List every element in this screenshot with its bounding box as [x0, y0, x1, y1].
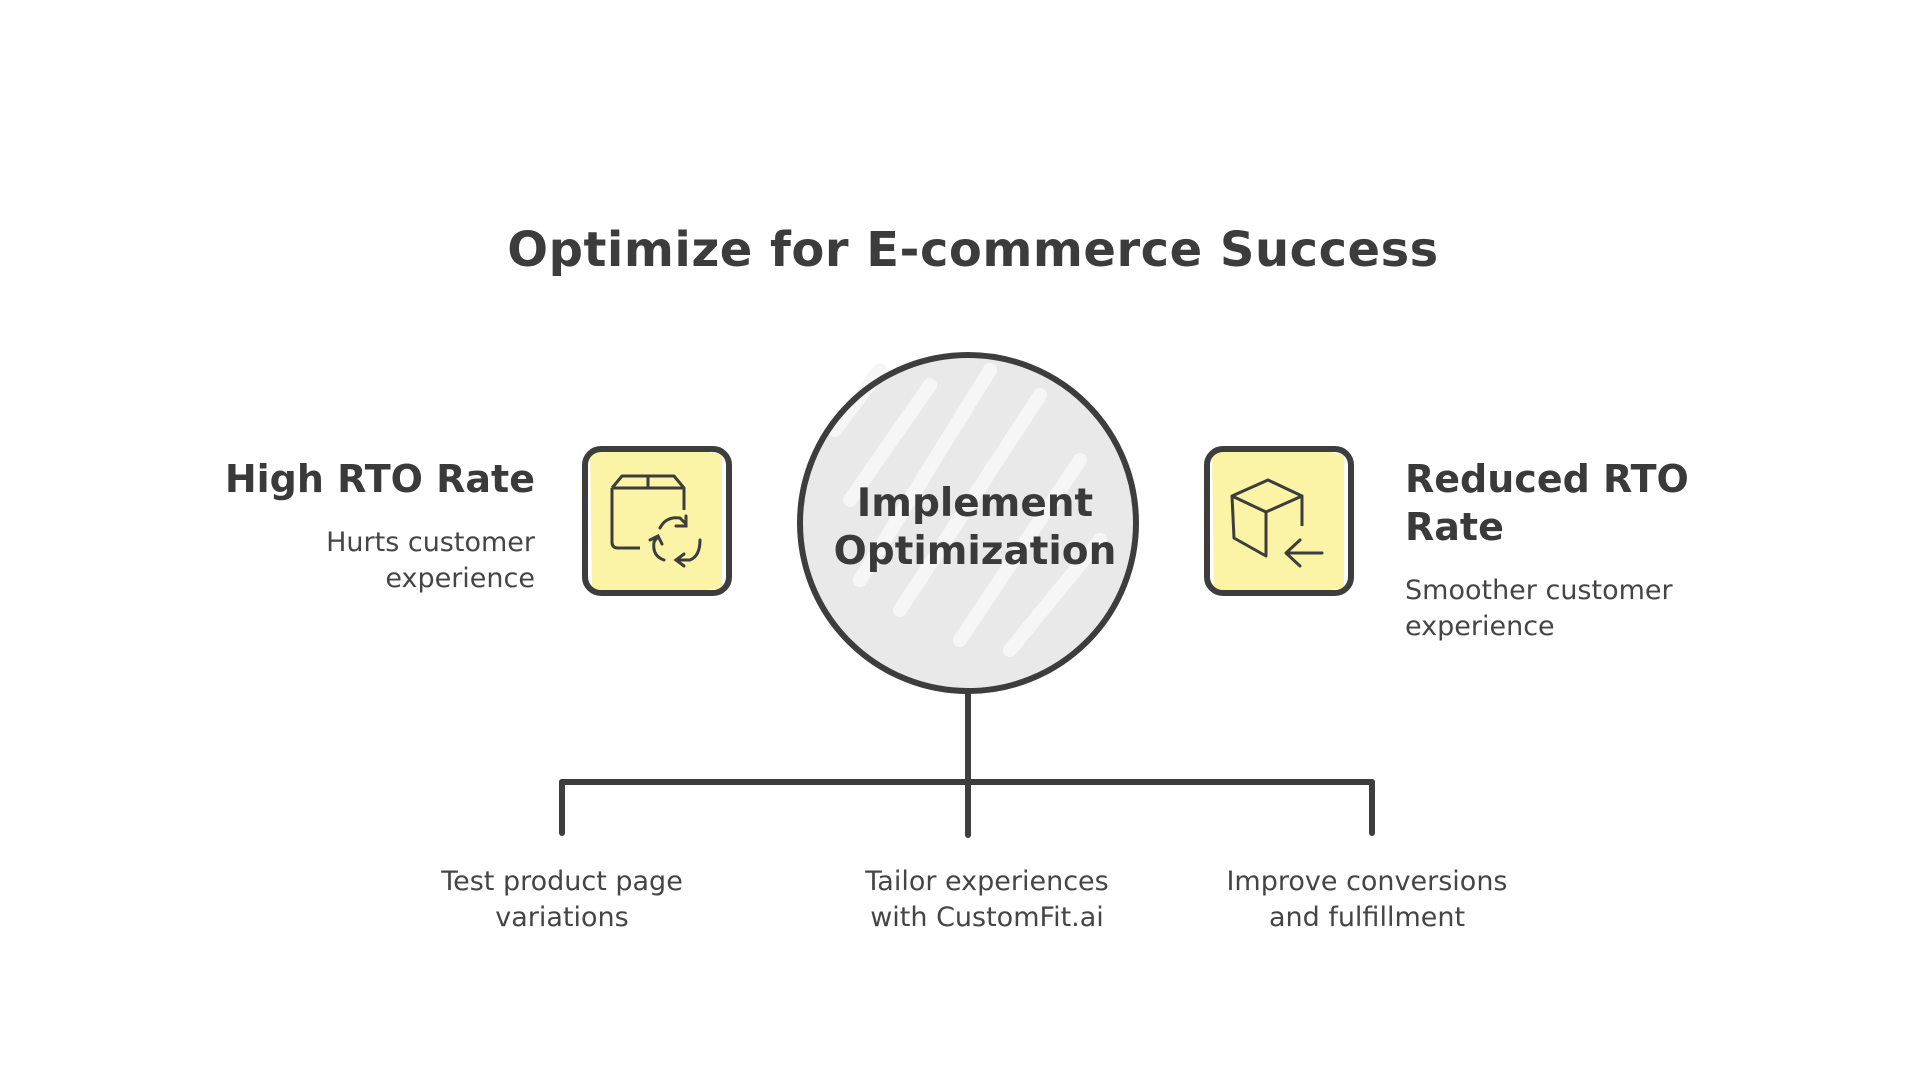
left-description: Hurts customer experience: [326, 527, 535, 594]
center-circle: [797, 352, 1139, 694]
page-title: Optimize for E-commerce Success: [507, 222, 1439, 278]
right-description: Smoother customer experience: [1405, 575, 1673, 642]
left-heading: High RTO Rate: [224, 457, 535, 501]
branch-label-tailor-experiences: Tailor experiences with CustomFit.ai: [865, 866, 1109, 933]
right-heading: Reduced RTO Rate: [1405, 457, 1689, 549]
branch-label-improve-conversions: Improve conversions and fulfillment: [1226, 866, 1508, 933]
branch-label-test-variations: Test product page variations: [441, 866, 683, 933]
branch-connectors: [559, 689, 1375, 838]
box-return-icon: [1204, 446, 1354, 596]
center-node-label: Implement Optimization: [833, 481, 1117, 574]
box-recycle-icon: [582, 446, 732, 596]
